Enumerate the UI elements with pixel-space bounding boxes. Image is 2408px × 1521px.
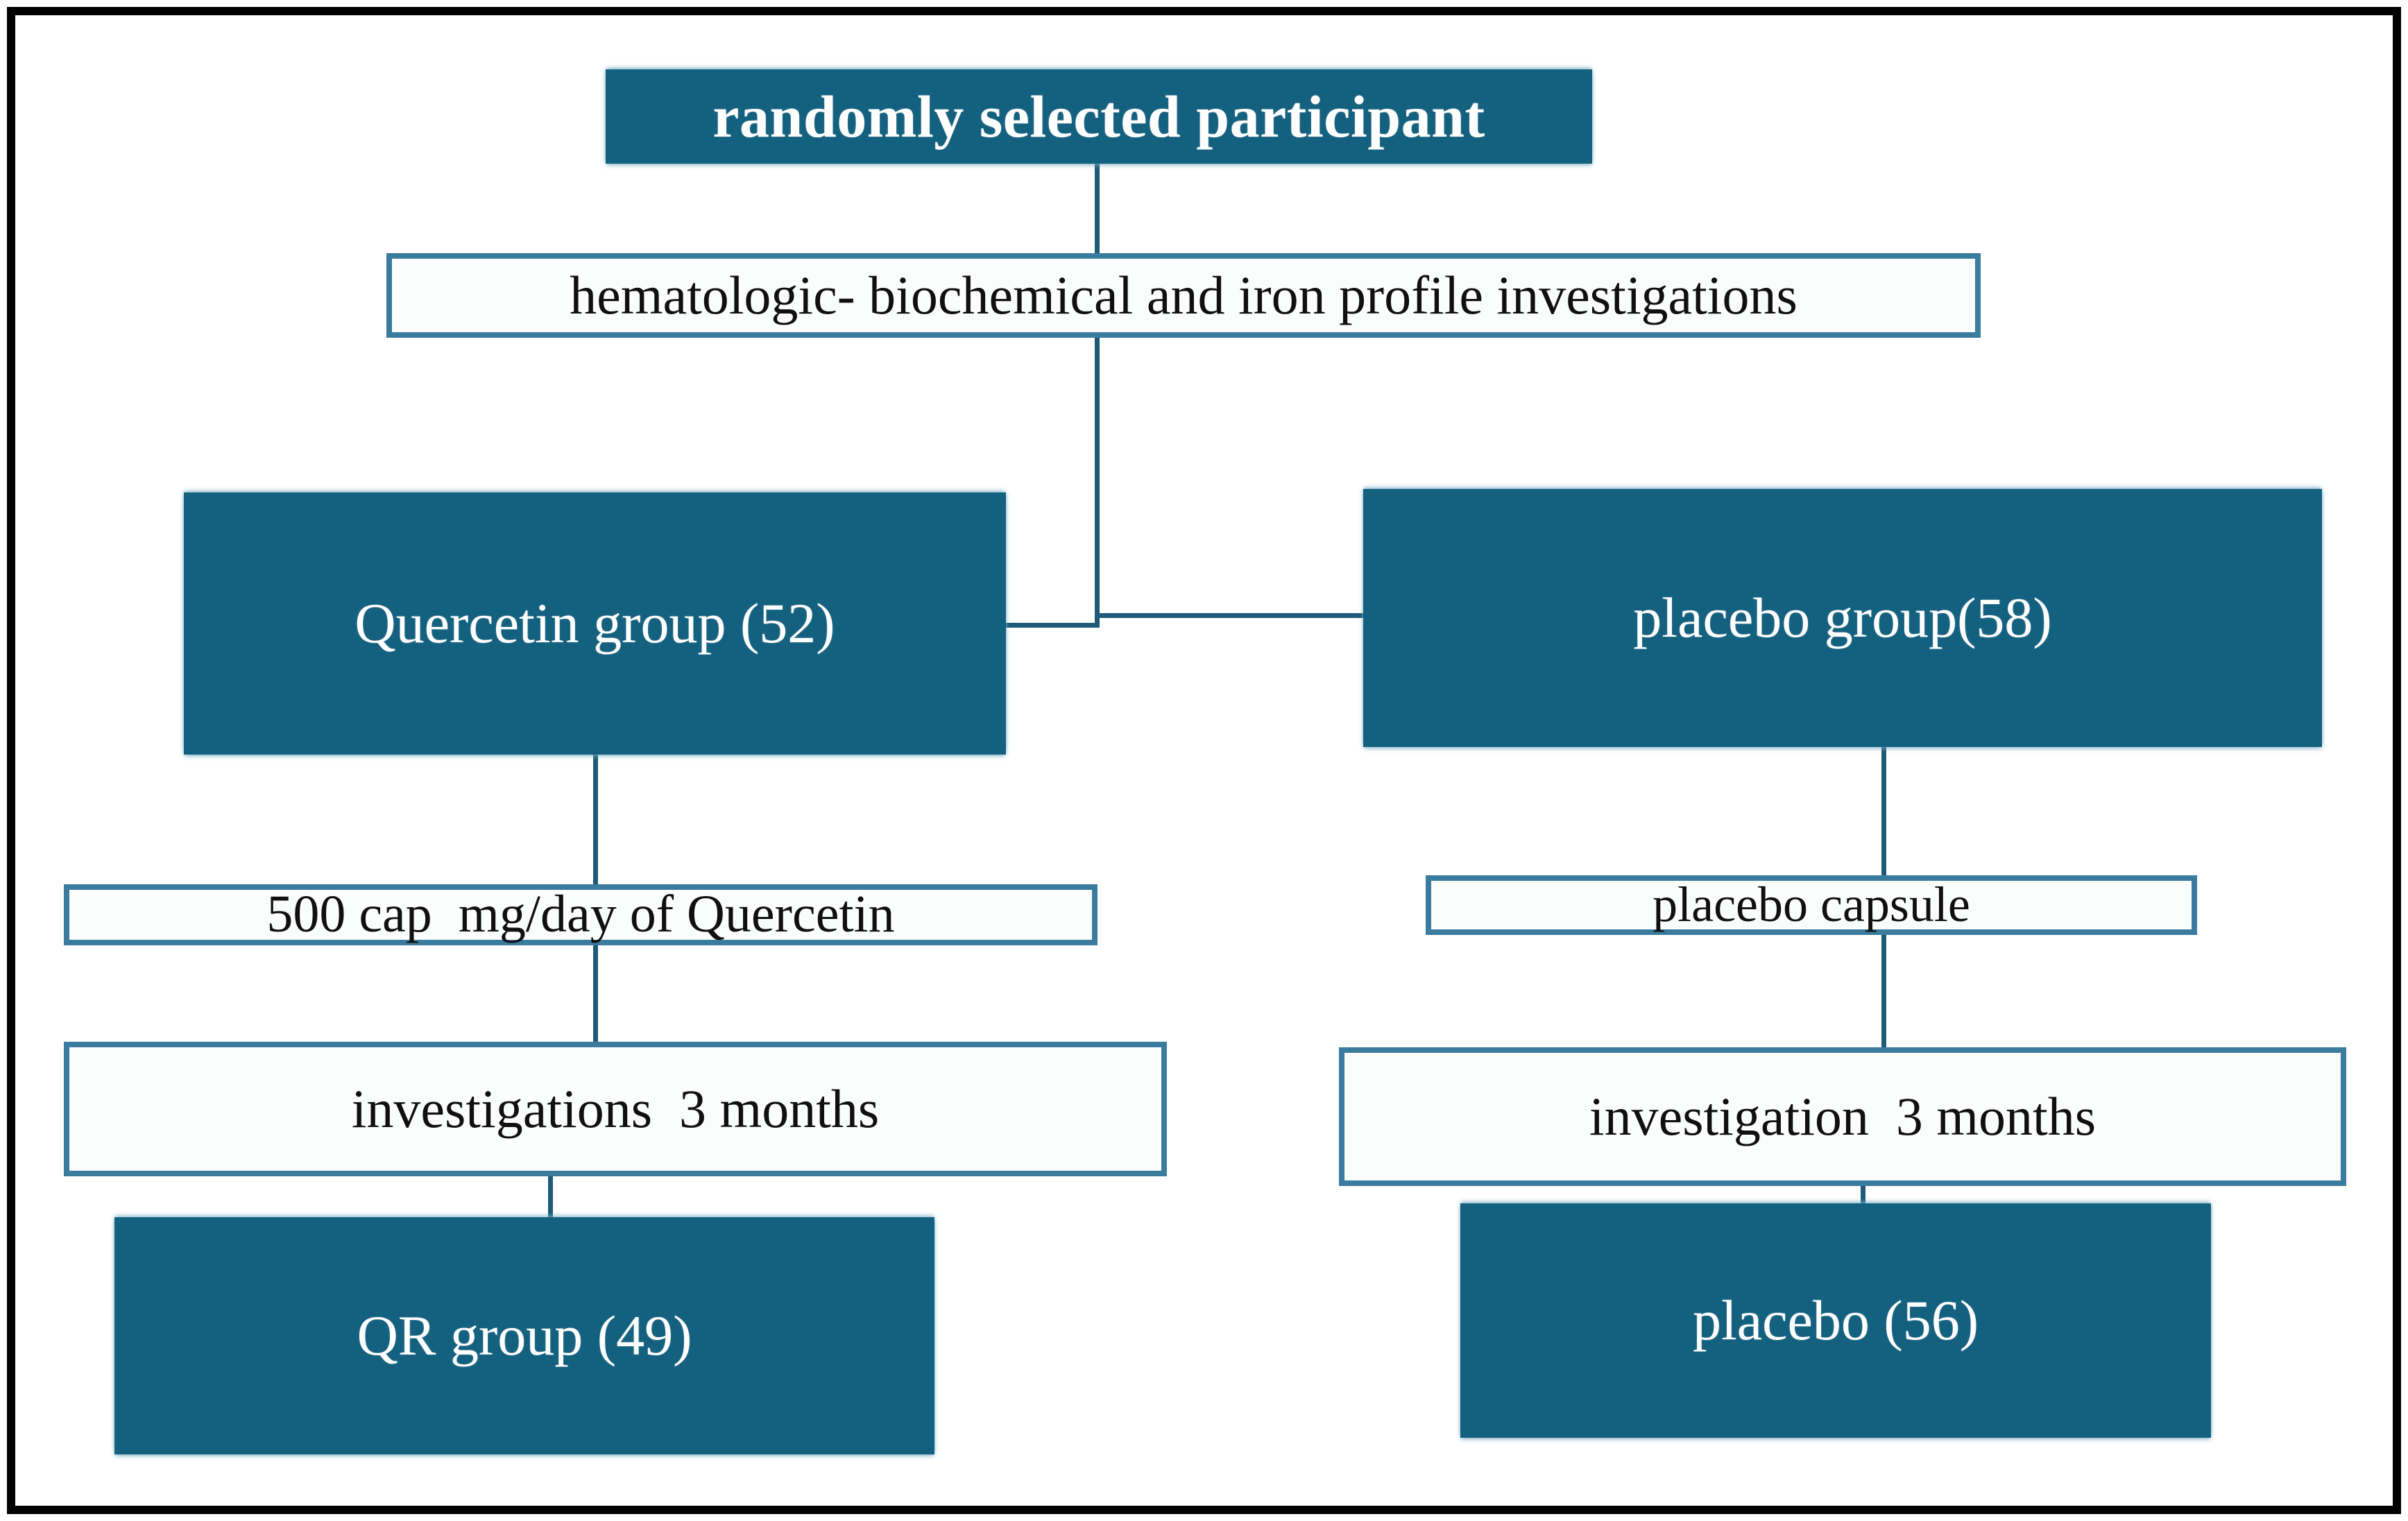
- connector-placebo-followup-to-result: [1861, 1185, 1865, 1219]
- node-placebo-result: placebo (56): [1460, 1203, 2211, 1438]
- connector-split-to-placebo-group: [1095, 613, 1367, 618]
- node-randomly-selected-participant: randomly selected participant: [606, 69, 1592, 164]
- node-baseline-investigations: hematologic- biochemical and iron profil…: [386, 253, 1981, 338]
- connector-title-to-screening: [1095, 164, 1100, 254]
- connector-split-to-quercetin-group: [961, 623, 1100, 628]
- connector-screening-to-split: [1095, 338, 1100, 627]
- node-quercetin-followup-investigations: investigations 3 months: [64, 1042, 1167, 1176]
- connector-quercetin-dose-to-followup: [593, 945, 598, 1045]
- connector-placebo-capsule-to-followup: [1881, 934, 1886, 1050]
- node-quercetin-group: Quercetin group (52): [184, 492, 1006, 755]
- node-quercetin-dose: 500 cap mg/day of Quercetin: [64, 884, 1098, 945]
- connector-quercetin-group-to-dose: [593, 755, 598, 886]
- node-placebo-group: placebo group(58): [1363, 489, 2322, 747]
- connector-placebo-group-to-capsule: [1881, 746, 1886, 877]
- node-placebo-followup-investigation: investigation 3 months: [1339, 1047, 2346, 1186]
- node-placebo-capsule: placebo capsule: [1426, 875, 2197, 935]
- connector-quercetin-followup-to-result: [548, 1174, 553, 1221]
- node-qr-group-result: QR group (49): [114, 1217, 934, 1454]
